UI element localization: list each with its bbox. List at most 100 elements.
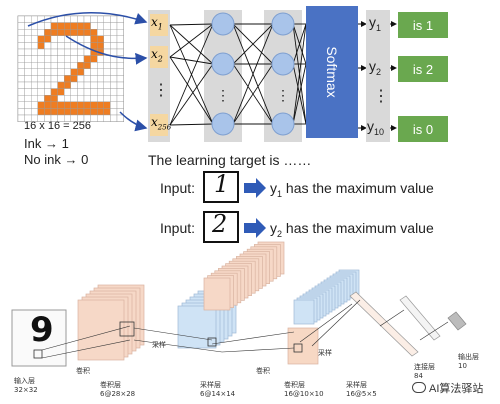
pool1-kernel-window xyxy=(207,337,217,347)
cnn-connection-line xyxy=(211,331,295,345)
grid-cell xyxy=(77,55,85,63)
grid-cell-ink xyxy=(83,101,91,109)
grid-cell-ink xyxy=(57,88,65,96)
grid-cell xyxy=(110,68,118,76)
grid-cell-ink xyxy=(63,75,71,83)
grid-cell xyxy=(24,88,32,96)
grid-cell xyxy=(103,68,111,76)
grid-cell xyxy=(70,55,78,63)
grid-cell xyxy=(96,68,104,76)
grid-cell xyxy=(110,94,118,102)
grid-cell xyxy=(103,94,111,102)
grid-cell xyxy=(96,88,104,96)
connection-line xyxy=(169,23,214,126)
grid-cell xyxy=(63,94,71,102)
grid-cell xyxy=(24,35,32,43)
grid-cell xyxy=(57,55,65,63)
grid-cell xyxy=(50,75,58,83)
grid-cell xyxy=(103,15,111,23)
grid-cell xyxy=(110,81,118,89)
grid-cell xyxy=(77,48,85,56)
grid-cell xyxy=(83,68,91,76)
grid-cell xyxy=(77,35,85,43)
grid-cell-ink xyxy=(70,75,78,83)
grid-cell xyxy=(24,81,32,89)
grid-cell xyxy=(24,48,32,56)
grid-cell xyxy=(57,42,65,50)
grid-cell-ink xyxy=(57,22,65,30)
grid-cell xyxy=(44,62,52,70)
grid-cell xyxy=(116,94,124,102)
grid-cell-ink xyxy=(96,101,104,109)
grid-cell xyxy=(96,55,104,63)
grid-cell xyxy=(31,29,39,37)
grid-cell xyxy=(50,68,58,76)
grid-cell-ink xyxy=(37,101,45,109)
grid-cell xyxy=(83,81,91,89)
grid-cell-ink xyxy=(77,101,85,109)
grid-cell xyxy=(17,94,25,102)
grid-cell-ink xyxy=(63,101,71,109)
grid-cell xyxy=(31,101,39,109)
grid-cell-ink xyxy=(90,29,98,37)
grid-cell xyxy=(63,42,71,50)
grid-cell-ink xyxy=(77,68,85,76)
connection-line xyxy=(169,23,214,58)
grid-cell xyxy=(31,55,39,63)
digit-grid xyxy=(17,15,124,122)
grid-cell xyxy=(50,62,58,70)
grid-cell-ink xyxy=(37,35,45,43)
grid-cell xyxy=(37,62,45,70)
cnn-architecture xyxy=(11,241,467,367)
grid-cell xyxy=(90,62,98,70)
grid-cell xyxy=(90,68,98,76)
grid-cell xyxy=(103,62,111,70)
input-x1-label: x1 xyxy=(151,15,163,32)
grid-cell xyxy=(96,114,104,122)
grid-cell xyxy=(57,15,65,23)
grid-cell-ink xyxy=(77,22,85,30)
grid-cell xyxy=(17,55,25,63)
grid-cell-ink xyxy=(83,108,91,116)
grid-cell xyxy=(110,29,118,37)
grid-cell xyxy=(31,75,39,83)
grid-cell xyxy=(57,75,65,83)
grid-cell xyxy=(24,94,32,102)
badge-is-0: is 0 xyxy=(398,116,448,142)
grid-cell-ink xyxy=(77,29,85,37)
grid-cell xyxy=(110,48,118,56)
grid-cell-ink xyxy=(44,29,52,37)
grid-cell xyxy=(24,15,32,23)
grid-cell xyxy=(24,68,32,76)
grid-cell xyxy=(63,68,71,76)
example-2-digit: 2 xyxy=(212,210,228,238)
grid-cell xyxy=(110,101,118,109)
grid-cell xyxy=(31,62,39,70)
grid-cell-ink xyxy=(90,42,98,50)
grid-cell xyxy=(17,22,25,30)
learning-target-text: The learning target is …… xyxy=(148,152,312,168)
output-y10-label: y10 xyxy=(367,118,385,137)
conv2-kernel-window xyxy=(293,343,303,353)
cnn-input-window xyxy=(33,349,43,359)
grid-cell-ink xyxy=(37,108,45,116)
grid-cell xyxy=(24,29,32,37)
grid-cell xyxy=(116,35,124,43)
grid-cell xyxy=(24,108,32,116)
grid-cell xyxy=(37,29,45,37)
grid-cell xyxy=(90,15,98,23)
grid-cell xyxy=(37,81,45,89)
grid-cell xyxy=(37,68,45,76)
grid-cell xyxy=(24,101,32,109)
grid-cell-ink xyxy=(96,108,104,116)
example-arrows xyxy=(244,178,266,238)
grid-cell xyxy=(44,75,52,83)
cnn-connection-line xyxy=(379,309,405,327)
input-x2-label: x2 xyxy=(151,47,163,64)
grid-cell xyxy=(24,62,32,70)
grid-cell-ink xyxy=(90,101,98,109)
grid-cell xyxy=(24,75,32,83)
